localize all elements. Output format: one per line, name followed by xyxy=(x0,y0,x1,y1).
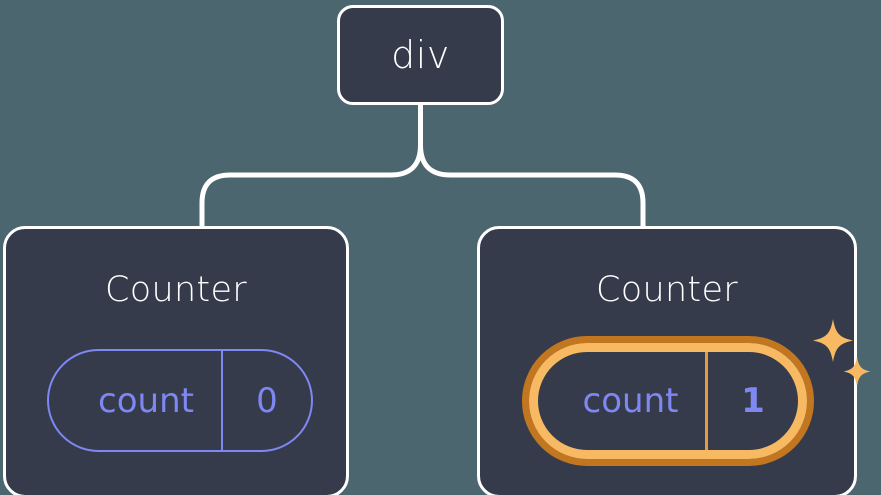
sparkles-group xyxy=(813,319,871,386)
hook-pill-inner-ring: count 1 xyxy=(529,343,807,459)
root-node-label: div xyxy=(391,33,450,77)
hook-name-label: count xyxy=(98,380,194,421)
connector-root-to-right xyxy=(418,102,646,231)
hook-name-label: count xyxy=(582,381,679,421)
hook-divider xyxy=(705,352,708,450)
card-title: Counter xyxy=(105,270,247,310)
hook-pill-count-highlighted[interactable]: count 1 xyxy=(522,336,814,466)
connector-root-to-left xyxy=(199,102,423,231)
hook-value-label: 0 xyxy=(256,380,278,421)
component-card-counter-right[interactable]: Counter count 1 xyxy=(477,226,871,495)
component-card-counter-left[interactable]: Counter count 0 xyxy=(3,226,349,495)
hook-value-label: 1 xyxy=(741,381,765,421)
hook-pill-count[interactable]: count 0 xyxy=(47,349,313,452)
root-node-div[interactable]: div xyxy=(337,5,504,105)
hook-divider xyxy=(221,351,223,450)
sparkle-small-icon xyxy=(843,357,871,386)
sparkle-large-icon xyxy=(813,319,853,362)
card-title: Counter xyxy=(596,270,738,310)
